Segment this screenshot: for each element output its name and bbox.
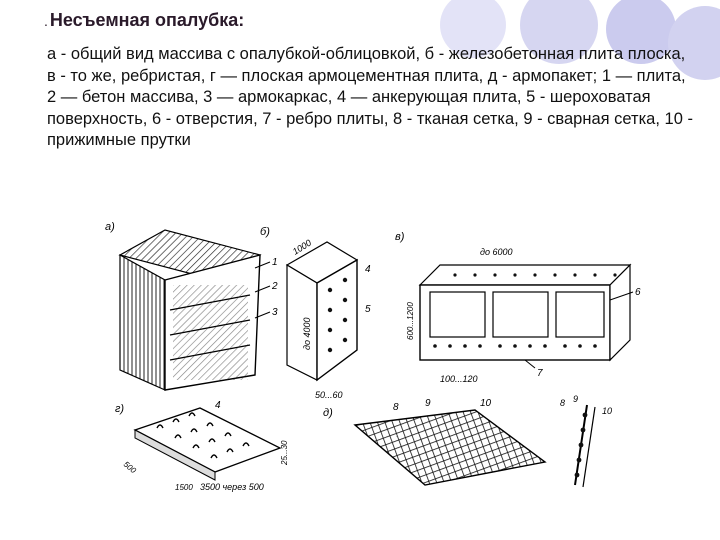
panel-d-reinforcement-package: д) 8 9 10 8 9 10 bbox=[323, 394, 612, 488]
dim-b-height: до 4000 bbox=[302, 317, 312, 350]
decorative-circles bbox=[420, 0, 720, 110]
slide-title: .Несъемная опалубка: bbox=[44, 10, 244, 31]
callout-3: 3 bbox=[272, 307, 278, 318]
panel-g-ferrocement-plate: г) 4 500 1500 3500 через 500 25...30 bbox=[115, 400, 289, 492]
panel-v-ribbed-plate: в) до 6000 600...1200 100...120 6 7 bbox=[395, 231, 641, 384]
formwork-illustration: а) 1 2 3 б) 1000 до 4000 50...60 4 5 bbox=[105, 221, 641, 492]
title-prefix: . bbox=[44, 13, 48, 29]
dim-v-length: до 6000 bbox=[480, 247, 513, 257]
callout-4: 4 bbox=[365, 264, 371, 275]
dim-g-edge: 1500 bbox=[175, 483, 193, 492]
callout-8-d: 8 bbox=[560, 398, 565, 408]
callout-10: 10 bbox=[480, 398, 492, 409]
callout-10-d: 10 bbox=[602, 406, 612, 416]
panel-label-v: в) bbox=[395, 231, 405, 243]
callout-1: 1 bbox=[272, 257, 278, 268]
callout-9: 9 bbox=[425, 398, 431, 409]
callout-9-d: 9 bbox=[573, 394, 578, 404]
decor-circle bbox=[668, 6, 720, 80]
dim-g-width: 3500 через 500 bbox=[200, 482, 264, 492]
dim-g-thickness: 25...30 bbox=[280, 440, 289, 466]
dim-g-depth: 500 bbox=[122, 460, 138, 476]
panel-label-g: г) bbox=[115, 403, 124, 415]
decor-circle bbox=[520, 0, 598, 64]
panel-b-plate: б) 1000 до 4000 50...60 4 5 bbox=[260, 226, 371, 400]
callout-8: 8 bbox=[393, 402, 399, 413]
decor-circle bbox=[440, 0, 506, 58]
dim-b-thickness: 50...60 bbox=[315, 390, 343, 400]
panel-label-d: д) bbox=[323, 407, 333, 419]
dim-v-rib: 100...120 bbox=[440, 374, 478, 384]
callout-4-g: 4 bbox=[215, 400, 221, 411]
panel-label-b: б) bbox=[260, 226, 270, 238]
title-text: Несъемная опалубка: bbox=[49, 10, 245, 30]
callout-2: 2 bbox=[271, 281, 278, 292]
figure-caption: а - общий вид массива с опалубкой-облицо… bbox=[47, 45, 693, 149]
panel-label-a: а) bbox=[105, 221, 115, 233]
dim-v-height: 600...1200 bbox=[406, 302, 415, 340]
callout-7: 7 bbox=[537, 368, 543, 379]
panel-a-block: а) 1 2 3 bbox=[105, 221, 278, 391]
decor-circle bbox=[606, 0, 676, 64]
callout-6: 6 bbox=[635, 287, 641, 298]
callout-5: 5 bbox=[365, 304, 371, 315]
